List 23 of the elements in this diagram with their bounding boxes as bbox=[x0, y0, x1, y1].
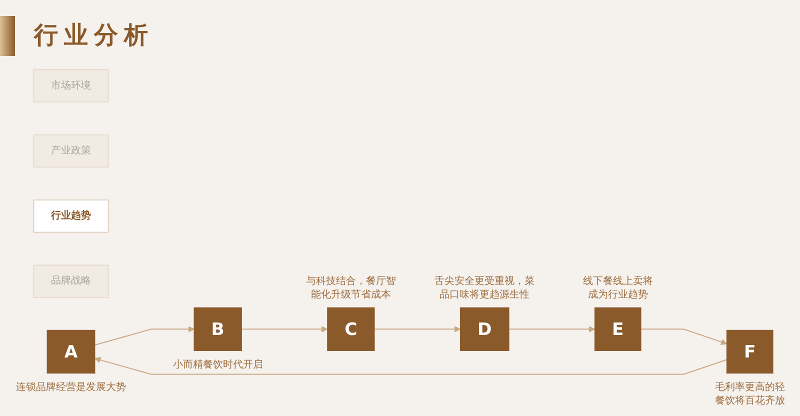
node-box: B bbox=[194, 307, 242, 351]
arrow bbox=[94, 326, 194, 346]
node-box: 市场环境 bbox=[33, 69, 109, 102]
arrow bbox=[241, 326, 328, 332]
node-caption: 线下餐线上卖将成为行业趋势 bbox=[582, 276, 653, 301]
node-caption: 舌尖安全更受重视，菜品口味将更趋源生性 bbox=[434, 276, 535, 301]
arrow bbox=[94, 356, 728, 375]
node-box: C bbox=[327, 307, 375, 351]
node-box: 行业趋势 bbox=[33, 200, 109, 233]
node-caption: 连锁品牌经营是发展大势 bbox=[16, 382, 126, 393]
node-caption: 小而精餐饮时代开启 bbox=[172, 359, 263, 370]
node-caption: 毛利率更高的轻餐饮将百花齐放 bbox=[714, 382, 785, 406]
node-box: D bbox=[460, 307, 510, 351]
node-box: 产业政策 bbox=[33, 134, 109, 168]
arrow bbox=[508, 326, 596, 332]
node-box: E bbox=[594, 307, 642, 351]
node-box: F bbox=[726, 330, 774, 374]
arrow bbox=[374, 326, 461, 332]
node-caption: 与科技结合，餐厅智能化升级节省成本 bbox=[306, 276, 396, 301]
title: 行业分析 bbox=[34, 20, 154, 51]
node-box: 品牌战略 bbox=[33, 264, 109, 298]
arrow bbox=[640, 328, 728, 345]
node-box: A bbox=[46, 330, 96, 374]
